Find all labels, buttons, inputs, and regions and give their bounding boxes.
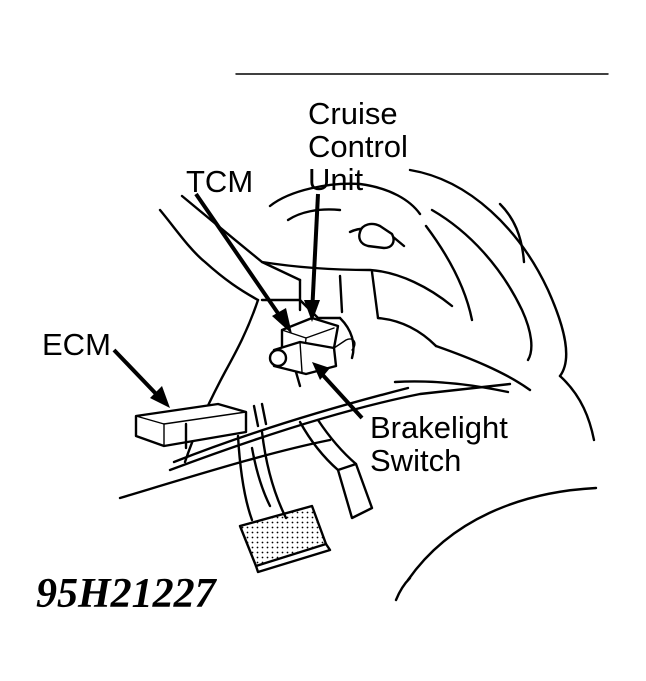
cruise-label-line-1: Cruise [308,96,398,131]
dashboard-outline [158,168,568,464]
brake-pedal [236,430,332,574]
accelerator-pedal [298,418,374,520]
brakelight-label-line-2: Switch [370,443,461,478]
leader-ecm [112,348,170,408]
brakelight-label-line-1: Brakelight [370,410,508,445]
cruise-label-line-2: Control [308,129,408,164]
brakelight-switch-label: Brakelight Switch [370,410,516,478]
leader-brakelight [312,362,364,420]
tcm-label: TCM [186,164,253,199]
ecm-label: ECM [42,327,111,362]
cruise-label-line-3: Unit [308,162,364,197]
figure-id: 95H21227 [36,571,218,617]
ecm-module [134,402,248,450]
leader-tcm [194,192,292,334]
cruise-control-unit-label: Cruise Control Unit [308,96,417,197]
floor-curve-right [394,374,598,602]
leader-cruise [304,193,320,322]
